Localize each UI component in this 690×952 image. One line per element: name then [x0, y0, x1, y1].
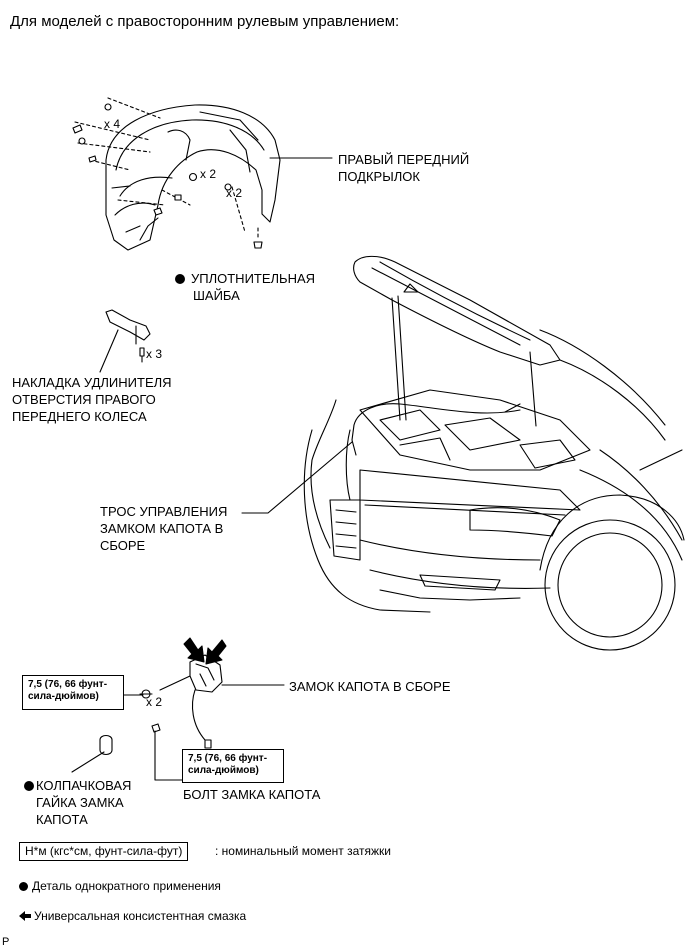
washer-label: УПЛОТНИТЕЛЬНАЯ ШАЙБА — [175, 270, 315, 304]
hood-cable-label: ТРОС УПРАВЛЕНИЯ ЗАМКОМ КАПОТА В СБОРЕ — [100, 504, 228, 553]
fender-liner-label: ПРАВЫЙ ПЕРЕДНИЙ ПОДКРЫЛОК — [338, 152, 470, 184]
hood-lock-label: ЗАМОК КАПОТА В СБОРЕ — [289, 679, 451, 694]
fender-liner-drawing — [105, 104, 281, 251]
torque-units-box: Н*м (кгс*см, фунт-сила-фут) — [19, 842, 189, 861]
legend-one-time-use: Деталь однократного применения — [19, 878, 221, 895]
quantity-label: x 2 — [146, 695, 163, 709]
lock-bolt-label: БОЛТ ЗАМКА КАПОТА — [183, 787, 321, 802]
car-front-drawing — [303, 255, 685, 651]
one-time-use-dot-icon — [24, 781, 34, 791]
torque-units-description: : номинальный момент затяжки — [215, 844, 391, 858]
legend-grease: Универсальная консистентная смазка — [19, 908, 246, 925]
one-time-use-dot-icon — [175, 274, 185, 284]
quantity-label: x 3 — [146, 347, 163, 361]
quantity-label: x 2 — [226, 186, 243, 200]
grease-arrow-icon — [19, 911, 31, 921]
torque-spec-box: 7,5 (76, 66 фунт- сила-дюймов) — [22, 675, 124, 710]
cap-nut-label: КОЛПАЧКОВАЯ ГАЙКА ЗАМКА КАПОТА — [24, 777, 131, 828]
page-title: Для моделей с правосторонним рулевым упр… — [10, 13, 400, 30]
torque-spec-box: 7,5 (76, 66 фунт- сила-дюймов) — [182, 749, 284, 783]
corner-mark: P — [2, 936, 10, 948]
quantity-label: x 2 — [200, 167, 217, 181]
quantity-label: x 4 — [104, 117, 121, 131]
wheel-opening-cover-label: НАКЛАДКА УДЛИНИТЕЛЯ ОТВЕРСТИЯ ПРАВОГО ПЕ… — [12, 375, 172, 424]
one-time-use-dot-icon — [19, 882, 28, 891]
wheel-opening-cover-drawing — [105, 309, 151, 363]
